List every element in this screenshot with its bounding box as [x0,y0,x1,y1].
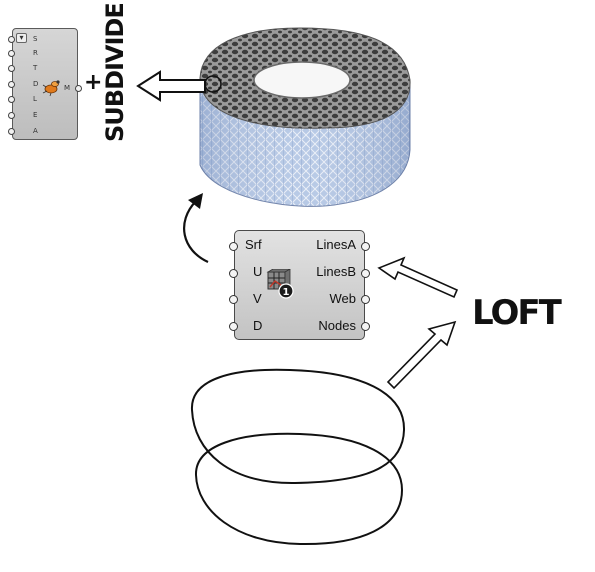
input-label-t: T [33,64,38,72]
loft-label: LOFT [472,293,562,333]
input-port-d[interactable] [229,322,238,331]
input-port-s[interactable] [8,36,15,43]
lattice-ring-model [199,27,411,207]
output-port-linesa[interactable] [361,242,370,251]
input-port-r[interactable] [8,50,15,57]
output-label-web: Web [329,291,357,306]
input-port-v[interactable] [229,295,238,304]
input-label-srf: Srf [245,237,262,252]
output-label-nodes: Nodes [318,318,356,333]
input-label-d: D [253,318,263,333]
loft-input-curves [190,368,406,546]
icon-badge-number: 1 [283,287,290,298]
output-label-linesa: LinesA [316,237,356,252]
lower-curve [194,432,404,546]
input-port-l[interactable] [8,96,15,103]
upper-curve [190,368,406,485]
input-label-v: V [253,291,262,306]
input-port-e[interactable] [8,112,15,119]
input-label-u: U [253,264,263,279]
plus-sign: + [84,70,103,95]
component-menu-icon[interactable]: ▾ [16,33,27,43]
weaverbird-bug-icon [42,80,60,97]
input-port-d[interactable] [8,81,15,88]
input-label-d: D [33,80,39,88]
linesb-hollow-arrow [377,256,459,299]
output-port-linesb[interactable] [361,269,370,278]
input-label-e: E [33,111,38,119]
output-label-m: M [64,84,71,92]
subdivide-component[interactable]: ▾ S R T D L E A M [8,28,82,140]
curved-arrow-up [183,200,209,263]
output-label-linesb: LinesB [316,264,356,279]
lattice-grid-icon: 1 [266,269,294,299]
output-port-m[interactable] [75,85,82,92]
output-port-web[interactable] [361,295,370,304]
input-label-l: L [33,95,37,103]
input-port-u[interactable] [229,269,238,278]
curved-arrow-up-head [188,193,203,209]
subdivide-label: SUBDIVIDE [101,3,129,142]
input-port-t[interactable] [8,65,15,72]
input-label-r: R [33,49,38,57]
subdivide-hollow-arrow [136,70,206,102]
lattice-component[interactable]: Srf U V D 1 LinesA LinesB Web Nodes [229,230,370,340]
input-label-a: A [33,127,38,135]
input-label-s: S [33,35,38,43]
input-port-srf[interactable] [229,242,238,251]
input-port-a[interactable] [8,128,15,135]
lattice-ring-hole [253,61,351,99]
output-port-nodes[interactable] [361,322,370,331]
loft-hollow-arrow [386,320,457,390]
